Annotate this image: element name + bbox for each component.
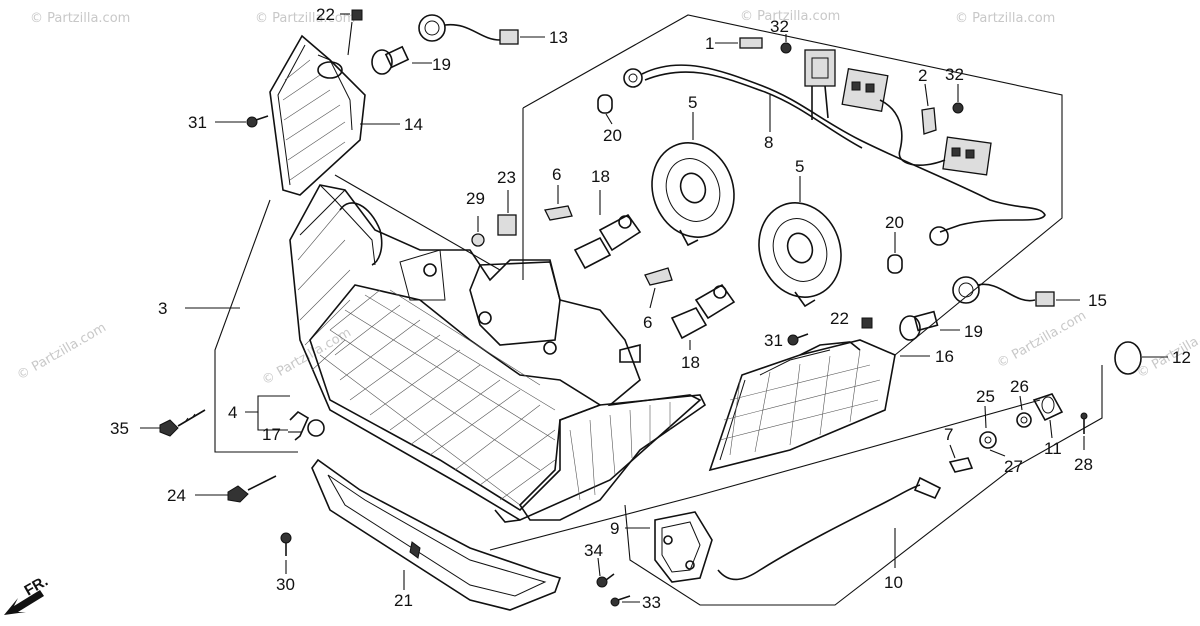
callout-9: 9 — [610, 519, 619, 538]
callout-35: 35 — [110, 419, 129, 438]
callout-22: 22 — [316, 5, 335, 24]
callout-13: 13 — [549, 28, 568, 47]
bulb-20-upper — [597, 94, 613, 125]
clip-22-right — [861, 317, 873, 329]
callout-2: 2 — [918, 66, 927, 85]
callout-6: 6 — [552, 165, 561, 184]
dust-cover-5-right — [758, 176, 842, 308]
nut-29 — [471, 216, 485, 247]
callout-31: 31 — [188, 113, 207, 132]
clip-6-lower — [644, 267, 673, 309]
callout-8: 8 — [764, 133, 773, 152]
clip-6-upper — [544, 185, 573, 221]
callout-5: 5 — [795, 157, 804, 176]
screw-31-top — [215, 115, 269, 128]
callout-19: 19 — [964, 322, 983, 341]
headlight-bulb-18-lower — [670, 283, 736, 350]
callout-21: 21 — [394, 591, 413, 610]
watermark-text: © Partzilla.com — [30, 11, 130, 26]
beam-adjuster — [654, 393, 1088, 583]
screw-34 — [596, 557, 615, 588]
callout-labels: 1 2 3 4 5 5 6 6 7 8 9 10 11 12 13 14 15 … — [110, 5, 1191, 612]
watermark-text: © Partzilla.com — [955, 11, 1055, 26]
bulb-20-lower — [887, 232, 903, 274]
bracket-23 — [497, 190, 517, 236]
assembly-outlines — [214, 14, 1103, 606]
callout-23: 23 — [497, 168, 516, 187]
bracket-17 — [288, 410, 325, 441]
socket-harness-15 — [952, 276, 1080, 307]
callout-26: 26 — [1010, 377, 1029, 396]
screw-31-right — [787, 333, 809, 346]
headlight-housing — [289, 184, 707, 523]
callout-1: 1 — [705, 34, 714, 53]
front-turn-signal-left — [269, 34, 366, 196]
callout-34: 34 — [584, 541, 603, 560]
screw-32-right — [952, 84, 964, 114]
front-turn-signal-right — [708, 339, 930, 472]
bracket-2 — [921, 83, 937, 135]
callout-11: 11 — [1044, 439, 1062, 458]
callout-19: 19 — [432, 55, 451, 74]
watermarks: © Partzilla.com © Partzilla.com © Partzi… — [15, 9, 1200, 388]
screw-32-left — [780, 34, 792, 54]
callout-5: 5 — [688, 93, 697, 112]
lower-cowl-21 — [311, 458, 562, 611]
direction-label: FR. — [22, 573, 51, 600]
leader-4b — [257, 412, 288, 431]
front-direction-arrow: FR. — [4, 573, 51, 615]
dust-cover-5-left — [651, 112, 735, 247]
callout-20: 20 — [885, 213, 904, 232]
callout-16: 16 — [935, 347, 954, 366]
screw-33 — [610, 595, 640, 607]
callout-25: 25 — [976, 387, 995, 406]
callout-27: 27 — [1004, 457, 1023, 476]
callout-18: 18 — [681, 353, 700, 372]
callout-12: 12 — [1172, 348, 1191, 367]
callout-33: 33 — [642, 593, 661, 612]
callout-32: 32 — [770, 17, 789, 36]
watermark-text: © Partzilla.com — [740, 9, 840, 24]
cap-12 — [1114, 341, 1168, 375]
leader-4 — [245, 395, 290, 413]
callout-18: 18 — [591, 167, 610, 186]
callout-4: 4 — [228, 403, 237, 422]
bulb-19-right — [899, 310, 960, 341]
callout-14: 14 — [404, 115, 423, 134]
watermark-text: © Partzilla.com — [255, 11, 355, 26]
callout-31: 31 — [764, 331, 783, 350]
callout-24: 24 — [167, 486, 186, 505]
bolt-35 — [140, 409, 206, 437]
callout-29: 29 — [466, 189, 485, 208]
part-1 — [715, 37, 763, 49]
watermark-text: © Partzilla.com — [15, 320, 109, 383]
callout-3: 3 — [158, 299, 167, 318]
bulb-19-top — [371, 45, 432, 75]
wire-harness-8 — [623, 49, 1046, 246]
clip-22-top — [340, 9, 363, 56]
callout-6: 6 — [643, 313, 652, 332]
callout-28: 28 — [1074, 455, 1093, 474]
screw-30 — [280, 532, 292, 574]
callout-22: 22 — [830, 309, 849, 328]
watermark-text: © Partzilla.com — [995, 308, 1089, 371]
callout-20: 20 — [603, 126, 622, 145]
callout-10: 10 — [884, 573, 903, 592]
callout-17: 17 — [262, 425, 281, 444]
headlight-bulb-18-upper — [573, 190, 642, 270]
socket-harness-13 — [418, 14, 545, 45]
callout-30: 30 — [276, 575, 295, 594]
bolt-24 — [195, 475, 277, 503]
callout-15: 15 — [1088, 291, 1107, 310]
callout-7: 7 — [944, 425, 953, 444]
callout-32: 32 — [945, 65, 964, 84]
